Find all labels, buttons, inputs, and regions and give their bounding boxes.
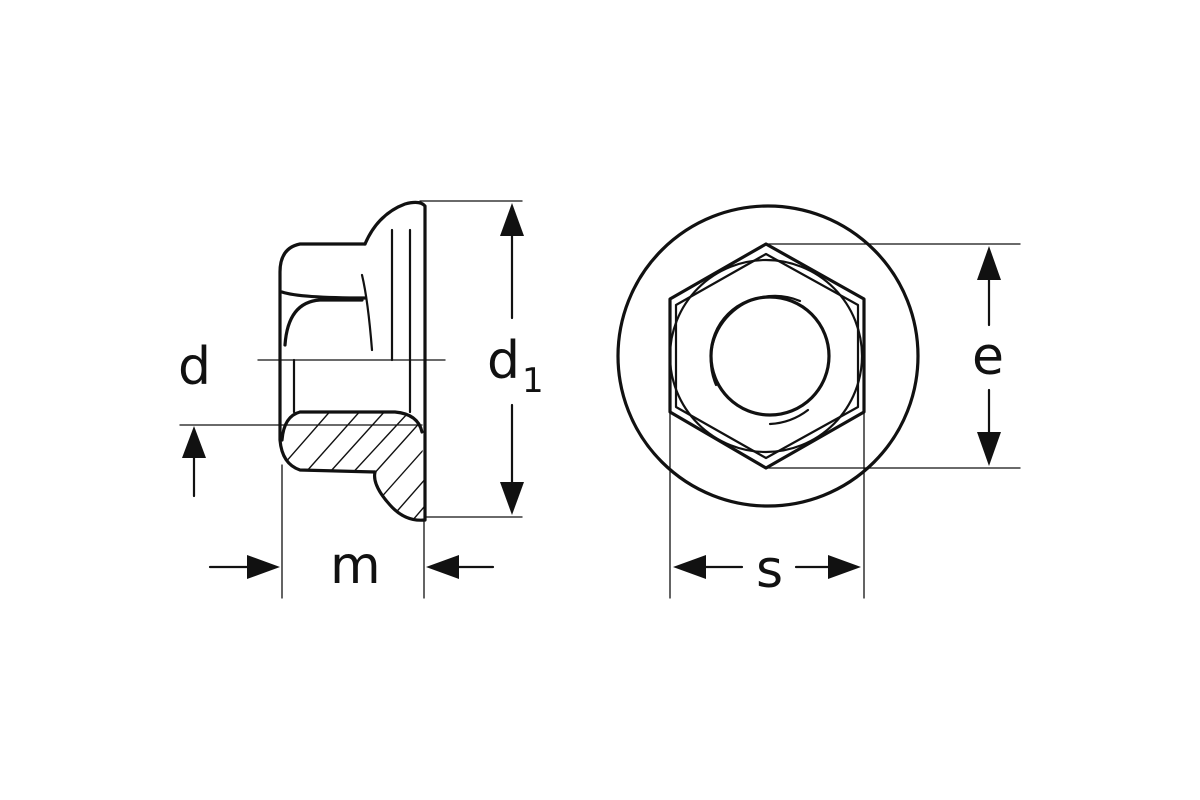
label-d: d: [178, 337, 211, 397]
d1-arrow-up: [500, 203, 524, 236]
m-arrow-right: [247, 555, 280, 579]
d1-arrow-down: [500, 482, 524, 515]
s-arrow-right: [828, 555, 861, 579]
bore-outline: [292, 358, 412, 414]
hex-outline: [668, 242, 866, 470]
flange-inner-edge: [360, 228, 412, 362]
label-d1-sub: 1: [522, 361, 544, 401]
side-view: d d1 m: [178, 200, 544, 599]
label-d1-main: d: [487, 331, 520, 391]
hex-inner-edges: [674, 252, 860, 460]
section-outline: [280, 410, 424, 442]
flange-circle: [616, 204, 920, 508]
label-d1: d1: [487, 331, 544, 401]
section-hatching: [282, 412, 425, 521]
d-arrow-up: [182, 426, 206, 458]
label-m: m: [330, 536, 381, 596]
hex-facet-top: [280, 290, 367, 300]
flange-outline: [363, 200, 427, 522]
label-s: s: [756, 540, 783, 600]
hex-chamfer-circle: [668, 258, 864, 454]
front-view: e s: [616, 204, 1021, 600]
s-arrow-left: [673, 555, 706, 579]
e-arrow-up: [977, 246, 1001, 280]
thread-arc: [709, 294, 810, 426]
m-arrow-left: [426, 555, 459, 579]
nut-body-outline: [278, 242, 377, 474]
label-e: e: [972, 327, 1004, 387]
e-arrow-down: [977, 432, 1001, 466]
hex-facet-lower: [283, 298, 364, 347]
